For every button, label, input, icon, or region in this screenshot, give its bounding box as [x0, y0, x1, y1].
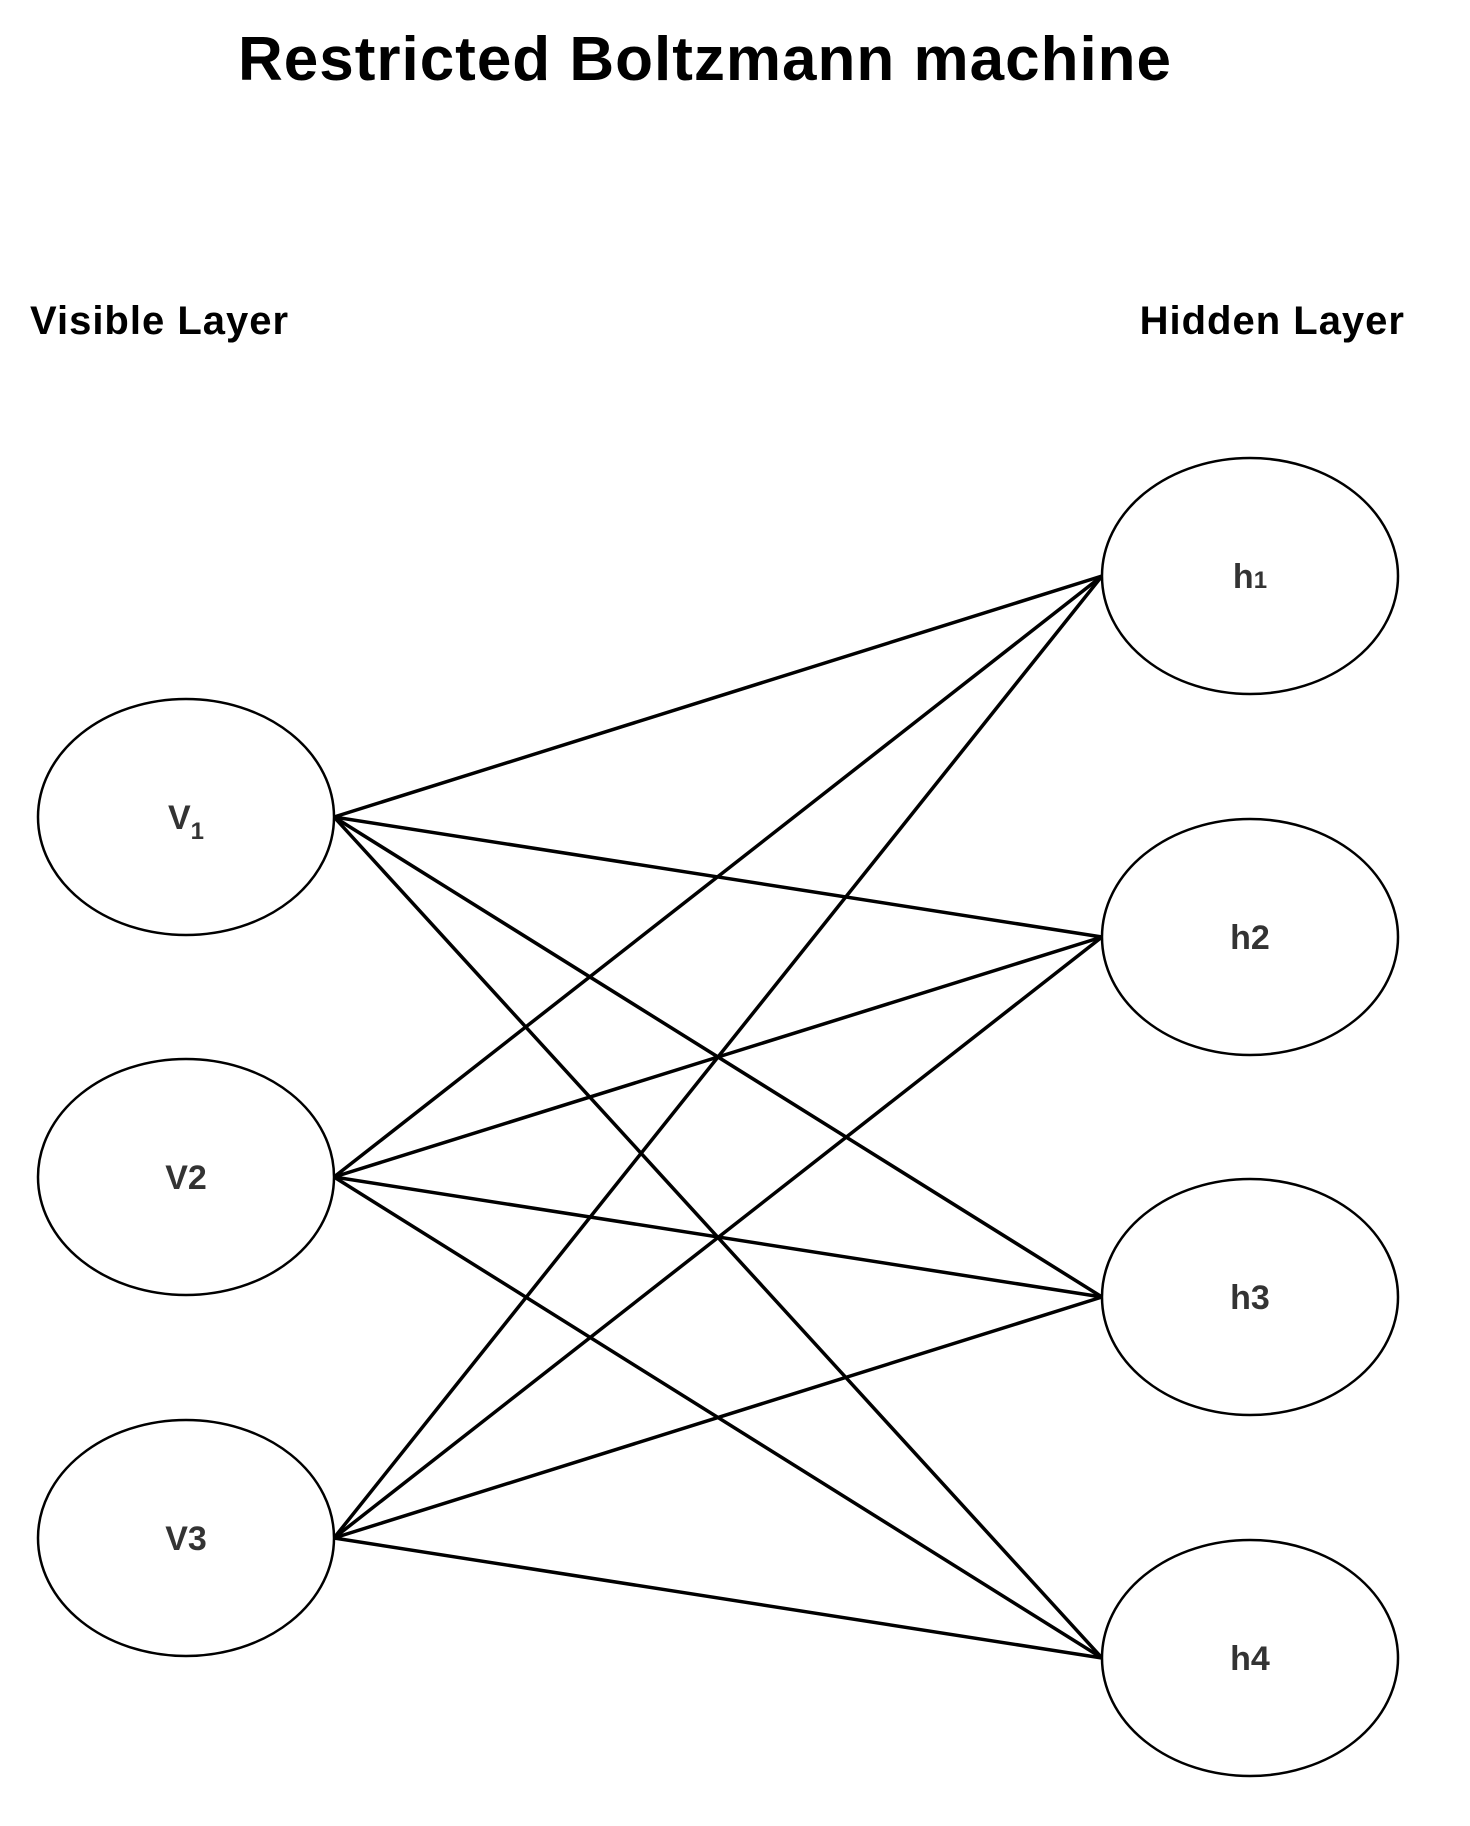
- edge-v3-h1: [332, 574, 1104, 1540]
- visible-node-v3: V3: [36, 1418, 336, 1658]
- edge-v3-h3: [333, 1295, 1103, 1540]
- diagram-title: Restricted Boltzmann machine: [238, 25, 1172, 94]
- hidden-node-h2-label: h2: [1230, 919, 1270, 957]
- visible-node-v3-label: V3: [165, 1520, 207, 1558]
- visible-node-v2-circle: [36, 1057, 336, 1297]
- visible-node-v1-letter: V: [168, 799, 191, 837]
- visible-node-v2-label: V2: [165, 1159, 207, 1197]
- hidden-node-h1-label: h1: [1233, 558, 1267, 596]
- hidden-node-h4: h4: [1100, 1538, 1400, 1778]
- visible-node-v1-circle: [36, 697, 336, 937]
- visible-node-v1-label: V1: [168, 799, 204, 845]
- hidden-node-h3-circle: [1100, 1177, 1400, 1417]
- visible-node-v2: V2: [36, 1057, 336, 1297]
- hidden-node-h2: h2: [1100, 817, 1400, 1057]
- hidden-node-h1-letter: h: [1233, 558, 1254, 596]
- hidden-node-h4-label: h4: [1230, 1640, 1270, 1678]
- hidden-node-h2-circle: [1100, 817, 1400, 1057]
- edge-v2-h1: [332, 574, 1104, 1179]
- visible-node-v1-subscript: 1: [191, 818, 204, 845]
- edge-v3-h2: [332, 935, 1104, 1540]
- hidden-node-h1-circle: [1100, 456, 1400, 696]
- hidden-node-h3: h3: [1100, 1177, 1400, 1417]
- edges-group: [332, 574, 1104, 1660]
- visible-layer-label: Visible Layer: [30, 299, 289, 343]
- edge-v3-h4: [333, 1536, 1103, 1660]
- hidden-node-h3-label: h3: [1230, 1279, 1270, 1317]
- hidden-layer-label: Hidden Layer: [1140, 299, 1405, 343]
- visible-node-v1: V1: [36, 697, 336, 937]
- hidden-node-h1-subscript: 1: [1254, 567, 1267, 594]
- hidden-node-h4-circle: [1100, 1538, 1400, 1778]
- visible-node-v3-circle: [36, 1418, 336, 1658]
- hidden-node-h1: h1: [1100, 456, 1400, 696]
- edge-v1-h1: [333, 574, 1103, 819]
